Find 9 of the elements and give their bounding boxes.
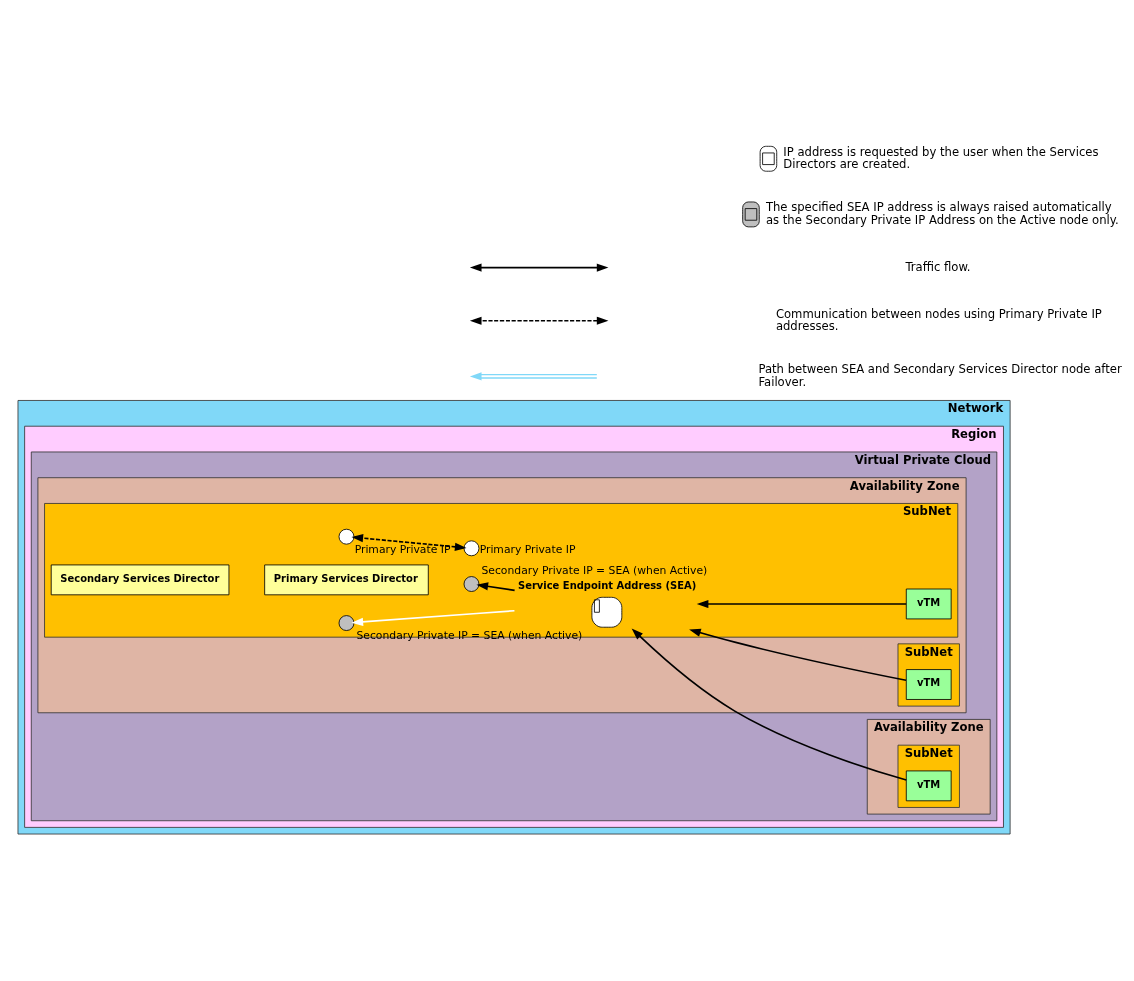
legend-label: Path between SEA and Secondary Services Director node after Failover. bbox=[758, 361, 1122, 389]
node-label: Secondary Private IP = SEA (when Active) bbox=[481, 563, 708, 577]
legend-label: Traffic flow. bbox=[905, 259, 971, 274]
node-label: Service Endpoint Address (SEA) bbox=[518, 579, 697, 591]
legend-label: IP address is requested by the user when the Services Directors are created. bbox=[783, 144, 1099, 171]
node-label: Primary Private IP bbox=[479, 542, 576, 556]
legend-label: The specified SEA IP address is always raised automatically as the Secondary Private IP Address on the Active node only. bbox=[765, 199, 1119, 227]
node-label: Primary Private IP bbox=[354, 542, 451, 556]
legend-label: Communication between nodes using Primary Private IP addresses. bbox=[775, 306, 1102, 333]
